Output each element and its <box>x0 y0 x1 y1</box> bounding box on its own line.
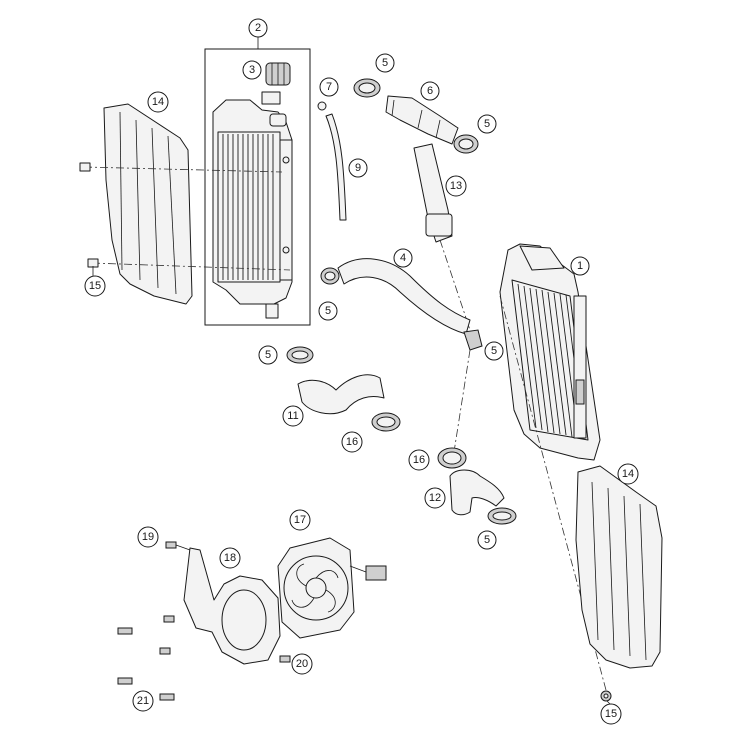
callout-3: 3 <box>242 60 262 80</box>
screw-bracket-1[interactable] <box>117 627 133 635</box>
hose-clamp-upper-left[interactable] <box>353 78 381 98</box>
callout-18: 18 <box>219 547 241 569</box>
callout-16-right: 16 <box>408 449 430 471</box>
screw-21-a[interactable] <box>117 677 133 685</box>
screw-bracket-3[interactable] <box>159 647 171 655</box>
right-radiator-shroud[interactable] <box>575 465 663 669</box>
callout-16-left: 16 <box>341 431 363 453</box>
callout-label: 5 <box>491 345 497 357</box>
callout-label: 15 <box>89 280 101 292</box>
hose-clamp-lower-hose-right[interactable] <box>463 329 483 351</box>
callout-4: 4 <box>393 248 413 268</box>
callout-5-mid-right: 5 <box>484 341 504 361</box>
callout-label: 6 <box>427 85 433 97</box>
lower-connecting-hose[interactable] <box>449 469 505 516</box>
callout-label: 12 <box>429 492 441 504</box>
mounting-screw-left-upper[interactable] <box>79 162 91 172</box>
callout-label: 14 <box>622 468 634 480</box>
callout-21: 21 <box>132 690 154 712</box>
callout-label: 5 <box>484 118 490 130</box>
callout-label: 7 <box>326 81 332 93</box>
callout-6: 6 <box>420 81 440 101</box>
callout-label: 18 <box>224 552 236 564</box>
radiator-cap[interactable] <box>265 62 291 86</box>
callout-label: 5 <box>484 534 490 546</box>
callout-20: 20 <box>291 653 313 675</box>
callout-5-hose: 5 <box>318 301 338 321</box>
callout-19: 19 <box>137 526 159 548</box>
callout-label: 16 <box>413 454 425 466</box>
fan-bracket[interactable] <box>183 547 281 665</box>
callout-label: 3 <box>249 64 255 76</box>
callout-5-mid-left: 5 <box>258 345 278 365</box>
bypass-hose[interactable] <box>297 374 385 415</box>
callout-12: 12 <box>424 487 446 509</box>
cooling-fan[interactable] <box>277 537 387 639</box>
callout-label: 5 <box>265 349 271 361</box>
callout-14-left: 14 <box>147 91 169 113</box>
coolant-tube-thermostat[interactable] <box>413 143 453 243</box>
callout-label: 4 <box>400 252 406 264</box>
callout-label: 21 <box>137 695 149 707</box>
screw-21-b[interactable] <box>159 693 175 701</box>
callout-label: 20 <box>296 658 308 670</box>
left-radiator[interactable] <box>212 91 293 319</box>
hose-clamp-16-left[interactable] <box>371 412 401 432</box>
left-radiator-shroud[interactable] <box>103 103 193 305</box>
callout-label: 5 <box>325 305 331 317</box>
callout-label: 13 <box>450 180 462 192</box>
upper-hose-connector[interactable] <box>385 95 459 145</box>
callout-label: 5 <box>382 57 388 69</box>
lower-hose[interactable] <box>337 258 471 335</box>
hose-clamp-lower-hose-left[interactable] <box>320 267 340 285</box>
hose-clamp-upper-right[interactable] <box>453 134 479 154</box>
overflow-hose[interactable] <box>325 113 347 221</box>
mounting-screw-left-lower[interactable] <box>87 258 99 268</box>
screw-20[interactable] <box>279 655 291 663</box>
callout-13: 13 <box>445 175 467 197</box>
callout-5-upper: 5 <box>375 53 395 73</box>
screw-bracket-2[interactable] <box>163 615 175 623</box>
callout-14-right: 14 <box>617 463 639 485</box>
callout-9: 9 <box>348 158 368 178</box>
hose-clamp-mid-right[interactable] <box>286 346 314 364</box>
callout-5-upper-right: 5 <box>477 114 497 134</box>
right-radiator[interactable] <box>499 243 601 461</box>
callout-label: 15 <box>605 708 617 720</box>
callout-17: 17 <box>289 509 311 531</box>
callout-label: 19 <box>142 531 154 543</box>
callout-label: 14 <box>152 96 164 108</box>
hose-clamp-16-right[interactable] <box>437 447 467 469</box>
hose-clamp-bottom[interactable] <box>487 507 517 525</box>
callout-label: 1 <box>577 260 583 272</box>
callout-label: 17 <box>294 514 306 526</box>
mounting-screw-right[interactable] <box>600 690 612 702</box>
hose-clip-small[interactable] <box>317 101 327 111</box>
callout-15-left: 15 <box>84 275 106 297</box>
callout-15-right: 15 <box>600 703 622 725</box>
callout-7: 7 <box>319 77 339 97</box>
callout-2: 2 <box>248 18 268 38</box>
callout-1: 1 <box>570 256 590 276</box>
callout-label: 11 <box>287 410 298 422</box>
callout-label: 16 <box>346 436 358 448</box>
screw-19[interactable] <box>165 541 191 551</box>
callout-5-bottom: 5 <box>477 530 497 550</box>
callout-label: 2 <box>255 22 261 34</box>
callout-11: 11 <box>282 405 304 427</box>
callout-label: 9 <box>355 162 361 174</box>
assembly-box-radiator-left <box>204 48 311 326</box>
